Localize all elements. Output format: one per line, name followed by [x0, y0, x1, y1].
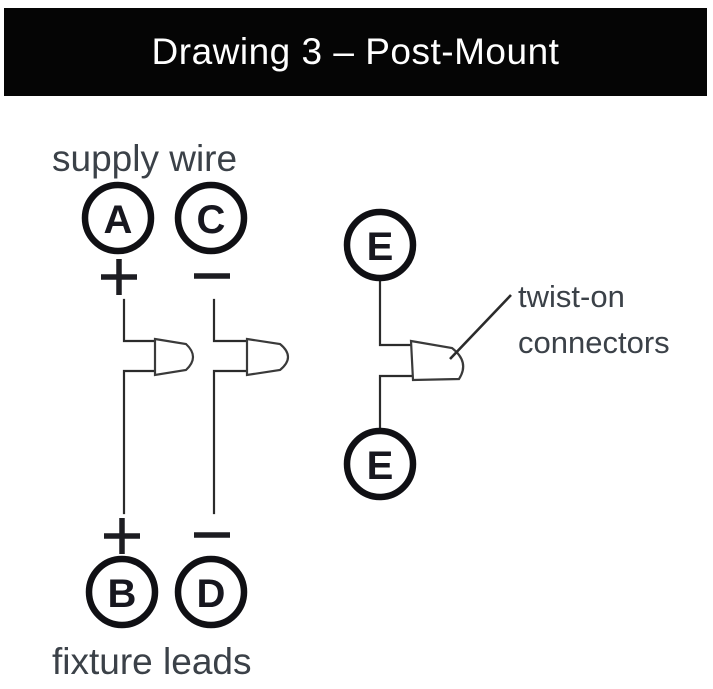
connector-3[interactable]: [409, 339, 465, 382]
title-banner: Drawing 3 – Post-Mount: [4, 8, 707, 96]
node-b-letter: B: [108, 572, 137, 616]
wire-connector2-to-d: [212, 369, 250, 515]
wire-c-to-connector2: [212, 298, 250, 343]
connector-2[interactable]: [245, 337, 290, 377]
node-e-bottom[interactable]: E: [343, 427, 417, 501]
label-supply-wire: supply wire: [52, 138, 237, 179]
page-title: Drawing 3 – Post-Mount: [151, 31, 560, 72]
node-a[interactable]: A: [81, 181, 155, 255]
node-c-letter: C: [197, 198, 226, 242]
node-d-letter: D: [197, 572, 226, 616]
wire-etop-to-connector3: [378, 276, 414, 347]
connector-1[interactable]: [153, 337, 195, 377]
node-a-letter: A: [104, 198, 133, 242]
callout-leader-line: [449, 294, 512, 360]
node-b[interactable]: B: [85, 555, 159, 629]
label-fixture-leads: fixture leads: [52, 641, 252, 682]
wire-connector1-to-b: [122, 369, 158, 515]
callout-twist-on-line2: connectors: [518, 325, 670, 360]
node-c[interactable]: C: [174, 181, 248, 255]
polarity-plus-b: [104, 518, 140, 554]
node-d[interactable]: D: [174, 555, 248, 629]
polarity-plus-a: [101, 259, 137, 295]
node-e-bottom-letter: E: [367, 444, 394, 488]
node-e-top[interactable]: E: [343, 208, 417, 282]
node-e-top-letter: E: [367, 225, 394, 269]
wire-connector3-to-ebottom: [378, 374, 414, 433]
wire-a-to-connector1: [122, 298, 158, 343]
callout-twist-on-line1: twist-on: [518, 279, 625, 314]
